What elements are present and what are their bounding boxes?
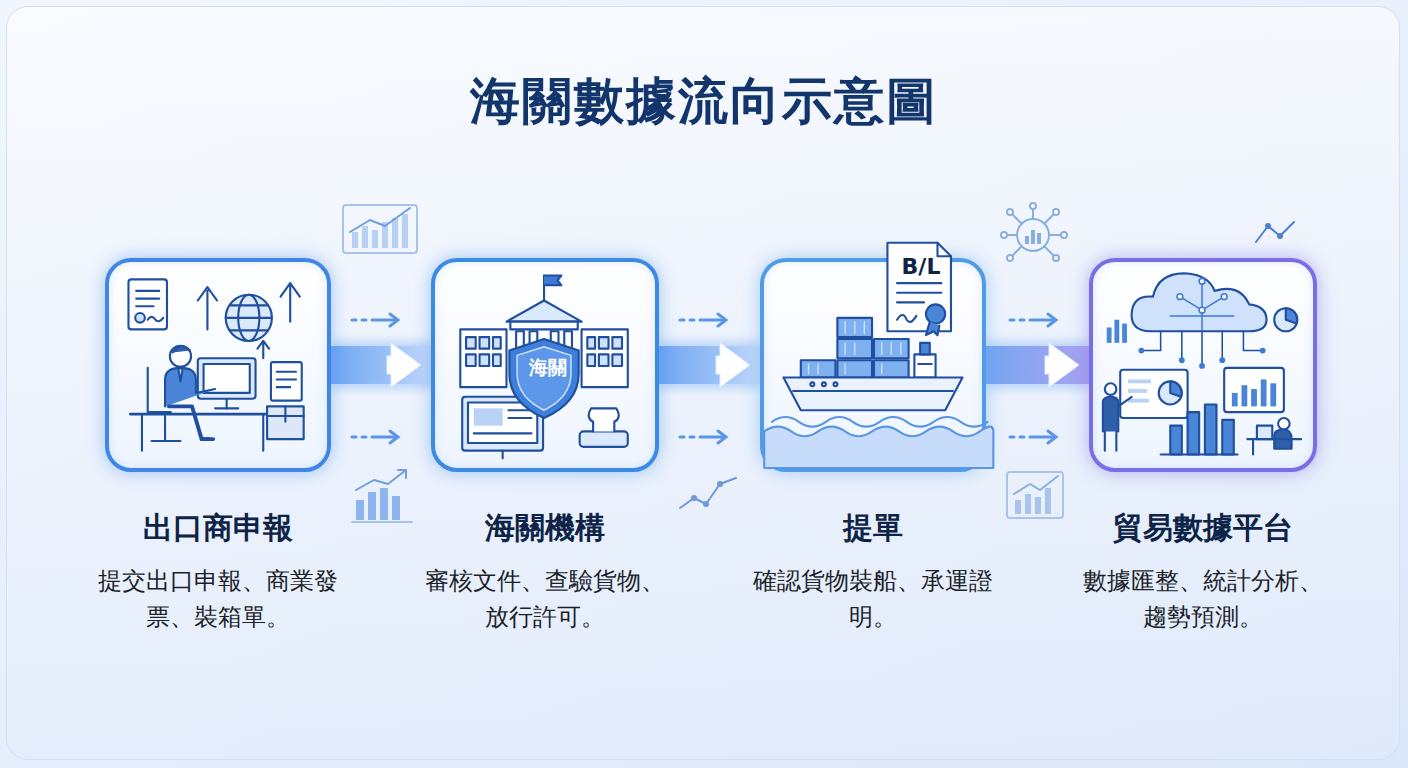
icon-label: B/L (902, 254, 941, 279)
flow-arrow (986, 341, 1089, 389)
step-description: 確認貨物裝船、承運證明。 (753, 563, 993, 635)
icon-box (105, 258, 331, 472)
icon-label: 海關 (529, 355, 567, 381)
flow-arrow (331, 341, 431, 389)
step-description: 審核文件、查驗貨物、放行許可。 (425, 563, 665, 635)
node-illustration (1093, 262, 1313, 468)
process-step: 貿易數據平台數據匯整、統計分析、趨勢預測。 (1063, 258, 1343, 635)
icon-box: 海關 (431, 258, 659, 472)
process-step: 海關海關機構審核文件、查驗貨物、放行許可。 (405, 258, 685, 635)
step-description: 提交出口申報、商業發票、裝箱單。 (98, 563, 338, 635)
step-heading: 海關機構 (405, 508, 685, 549)
node-illustration (109, 262, 327, 468)
step-heading: 貿易數據平台 (1063, 508, 1343, 549)
process-step: 出口商申報提交出口申報、商業發票、裝箱單。 (78, 258, 358, 635)
node-illustration (764, 262, 982, 468)
step-heading: 提單 (733, 508, 1013, 549)
icon-box: B/L (760, 258, 986, 472)
step-heading: 出口商申報 (78, 508, 358, 549)
icon-box (1089, 258, 1317, 472)
process-step: B/L 提單確認貨物裝船、承運證明。 (733, 258, 1013, 635)
diagram-title: 海關數據流向示意圖 (0, 68, 1408, 135)
flow-arrow (659, 341, 760, 389)
step-description: 數據匯整、統計分析、趨勢預測。 (1083, 563, 1323, 635)
